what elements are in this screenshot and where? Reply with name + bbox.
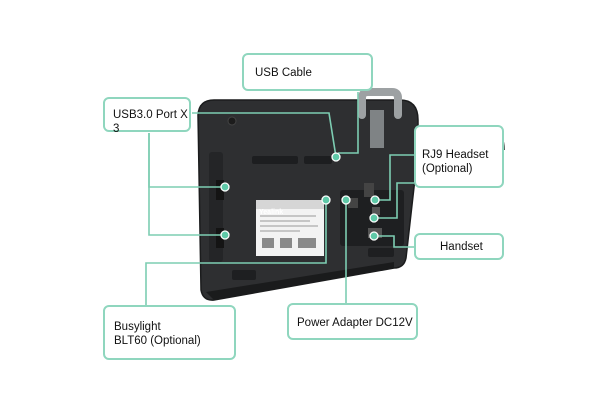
- busylight-label: Busylight BLT60 (Optional): [114, 321, 201, 347]
- usb30-ports-label: USB3.0 Port X 3: [113, 109, 188, 135]
- rj9-headset-label: RJ9 Headset (Optional): [422, 149, 489, 175]
- phone-body: Yealink: [197, 88, 419, 301]
- connector-dots: [220, 152, 380, 241]
- usb30-ports-callout: USB3.0 Port X 3: [103, 97, 191, 135]
- device-brand-label: Yealink: [259, 209, 283, 216]
- usb-cable-label: USB Cable: [255, 67, 312, 79]
- handset-callout: Handset: [414, 233, 504, 260]
- busylight-callout: Busylight BLT60 (Optional): [103, 305, 236, 360]
- handset-label: Handset: [440, 241, 483, 253]
- rj9-headset-callout: RJ9 Headset (Optional): [414, 125, 504, 188]
- power-adapter-label: Power Adapter DC12V: [297, 317, 413, 329]
- connector-lines: [145, 92, 414, 305]
- usb-cable-callout: USB Cable: [242, 53, 373, 91]
- power-adapter-callout: Power Adapter DC12V: [287, 303, 418, 340]
